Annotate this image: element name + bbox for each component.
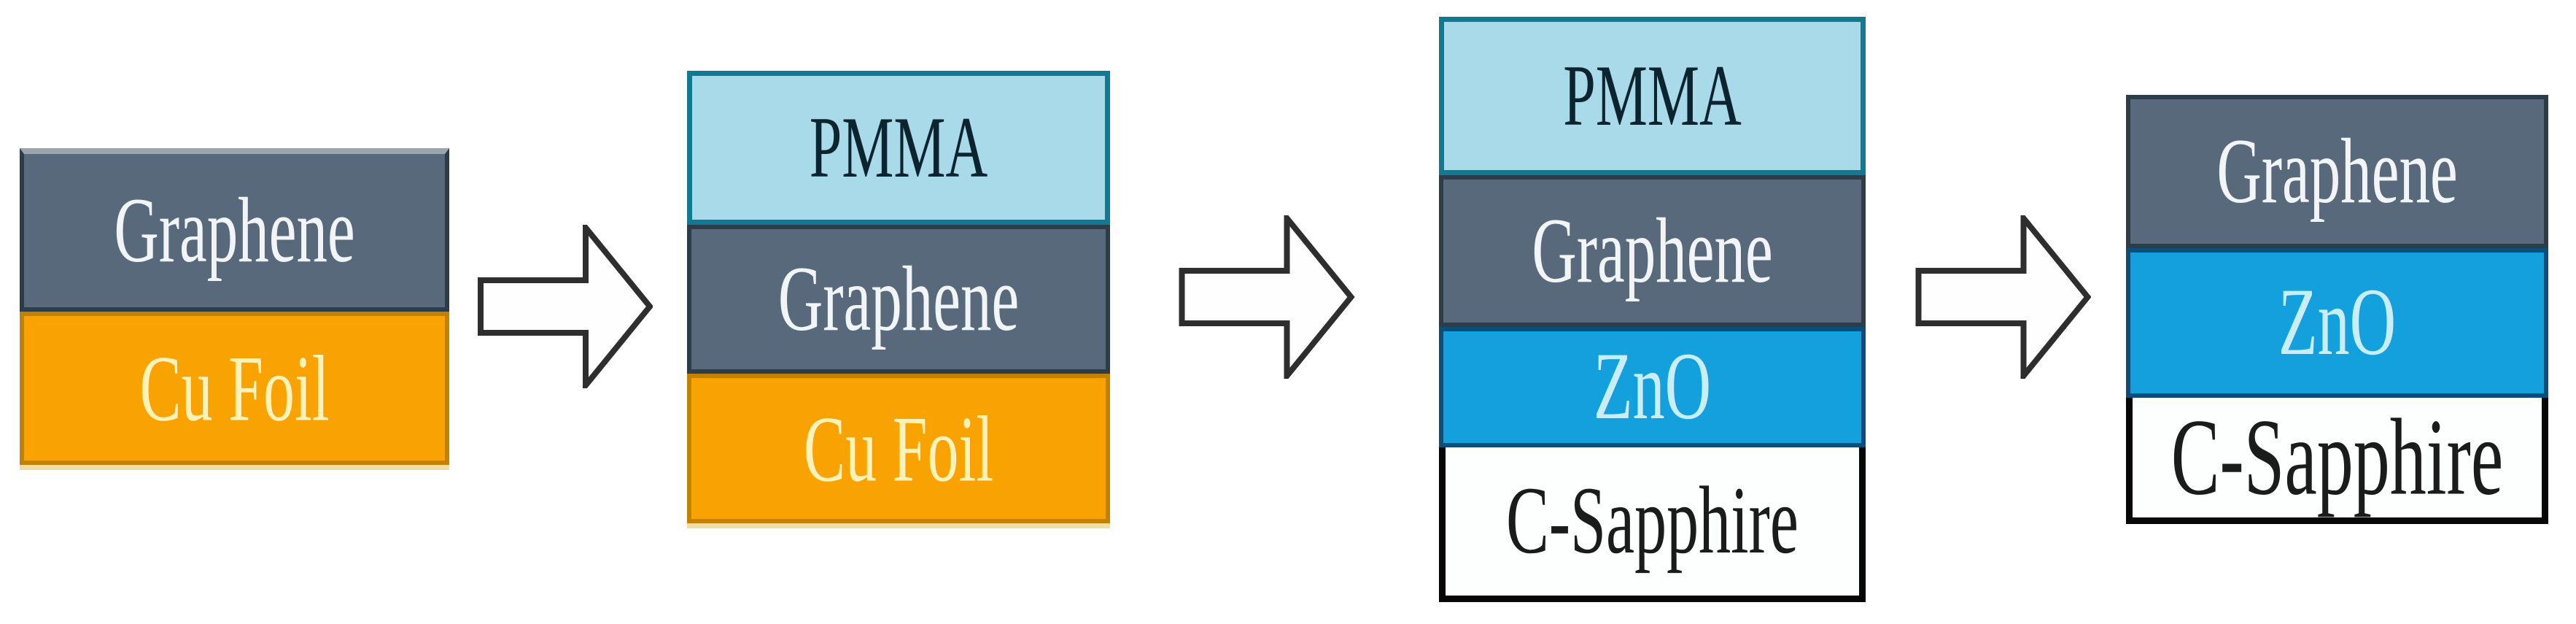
block-right-arrow-shape [1915, 215, 2091, 379]
block-right-arrow-shape [1179, 215, 1355, 379]
layer-zno: ZnO [1439, 327, 1866, 447]
layer-label-zno: ZnO [1593, 334, 1712, 440]
block-right-arrow-icon [1915, 215, 2091, 379]
layer-graphene: Graphene [2126, 95, 2548, 248]
block-right-arrow-shape [478, 225, 653, 388]
layer-label-cu-foil: Cu Foil [139, 336, 330, 441]
layer-label-graphene: Graphene [2216, 119, 2458, 223]
stack-pmma-graphene-zno-sapphire: PMMA Graphene ZnO C-Sapphire [1439, 17, 1866, 602]
stack-pmma-graphene-cu-foil: PMMA Graphene Cu Foil [687, 71, 1110, 523]
layer-cu-foil: Cu Foil [687, 374, 1110, 523]
layer-graphene: Graphene [687, 225, 1110, 374]
layer-label-cu-foil: Cu Foil [803, 396, 994, 501]
layer-label-pmma: PMMA [809, 99, 988, 196]
layer-label-graphene: Graphene [114, 178, 355, 282]
layer-label-c-sapphire: C-Sapphire [1506, 468, 1799, 574]
layer-label-pmma: PMMA [1563, 47, 1742, 145]
layer-label-graphene: Graphene [1532, 199, 1773, 302]
layer-label-zno: ZnO [2278, 269, 2397, 376]
block-right-arrow-icon [1179, 215, 1355, 379]
layer-graphene: Graphene [1439, 175, 1866, 327]
stack-graphene-on-cu-foil: Graphene Cu Foil [20, 148, 449, 465]
layer-pmma: PMMA [1439, 17, 1866, 175]
layer-c-sapphire: C-Sapphire [1439, 447, 1866, 602]
block-right-arrow-icon [478, 225, 653, 388]
layer-pmma: PMMA [687, 71, 1110, 225]
stack-graphene-zno-sapphire: Graphene ZnO C-Sapphire [2126, 95, 2548, 524]
layer-zno: ZnO [2126, 248, 2548, 398]
layer-cu-foil: Cu Foil [20, 312, 449, 465]
layer-graphene: Graphene [20, 148, 449, 312]
layer-c-sapphire: C-Sapphire [2126, 398, 2548, 524]
layer-label-graphene: Graphene [777, 247, 1020, 350]
layer-label-c-sapphire: C-Sapphire [2170, 398, 2504, 518]
